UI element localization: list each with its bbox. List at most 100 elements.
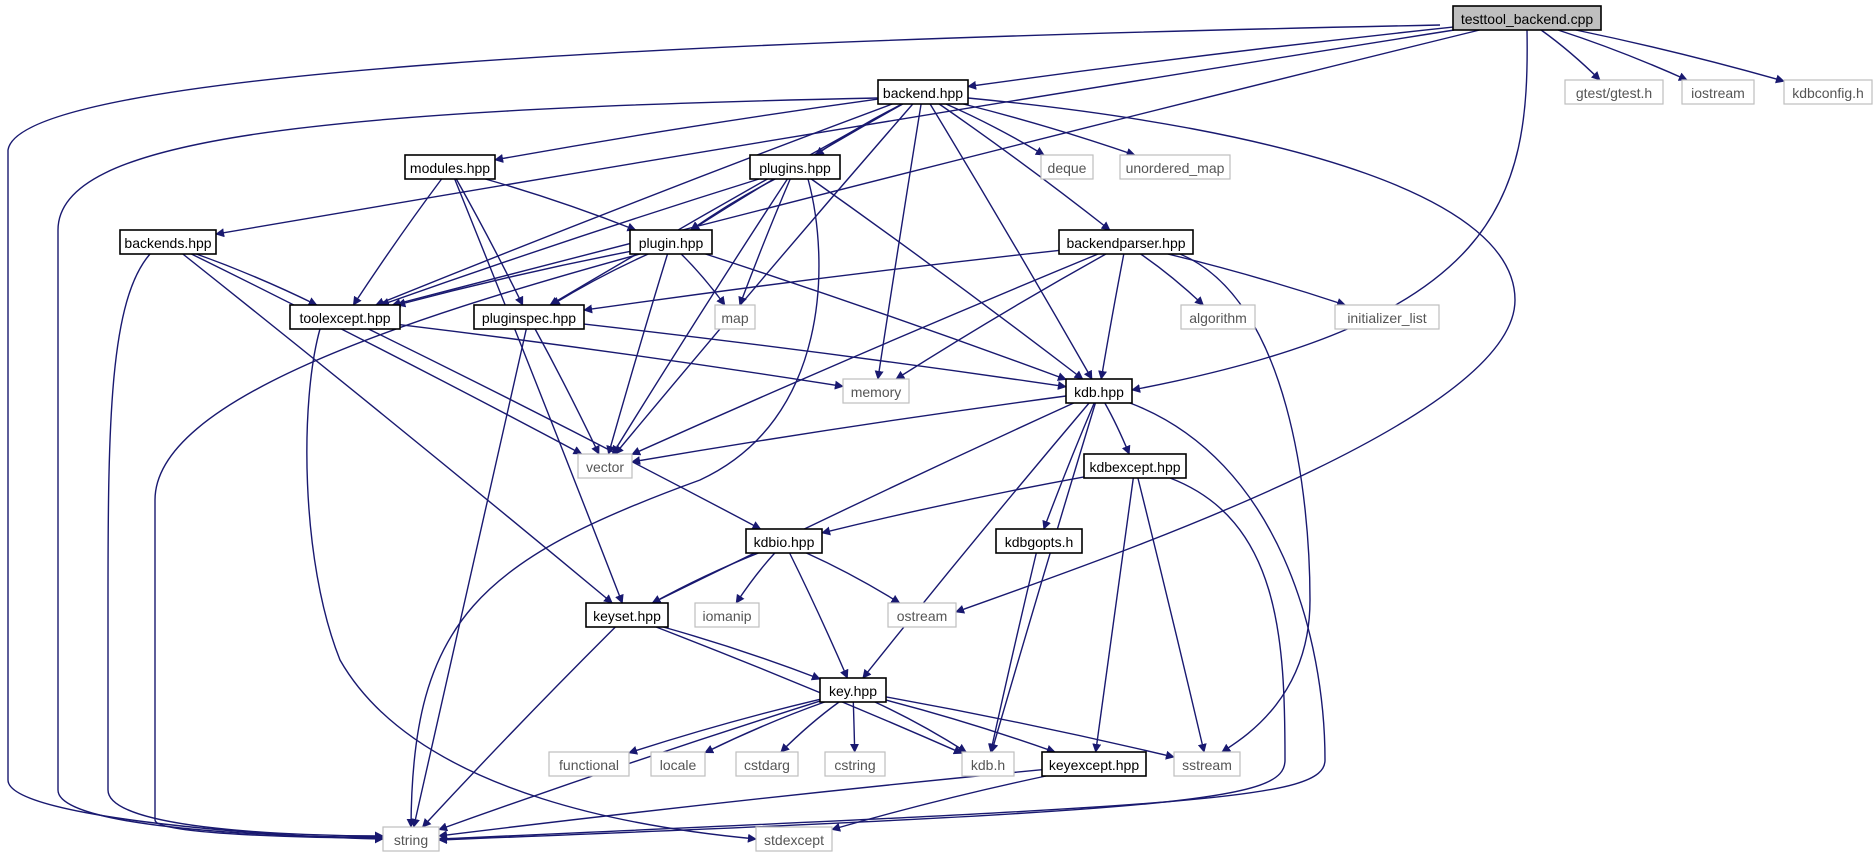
edge-plugin-hpp-to-toolexcept-hpp bbox=[396, 250, 631, 308]
node-box bbox=[755, 826, 833, 852]
node-box bbox=[1119, 154, 1231, 180]
node-cstring: cstring bbox=[824, 751, 886, 777]
node-box bbox=[887, 602, 957, 628]
node-label: kdbgopts.h bbox=[1005, 534, 1074, 550]
node-label: unordered_map bbox=[1126, 160, 1225, 176]
edge-backendparser-hpp-to-kdb-hpp bbox=[1098, 253, 1125, 380]
node-initializer-list: initializer_list bbox=[1334, 304, 1440, 330]
node-testtool-backend-cpp[interactable]: testtool_backend.cpp bbox=[1452, 5, 1602, 31]
node-kdbio-hpp[interactable]: kdbio.hpp bbox=[745, 528, 823, 554]
edge-keyset-hpp-to-key-hpp bbox=[663, 626, 821, 681]
edge-key-hpp-to-locale bbox=[704, 701, 825, 754]
edge-kdbexcept-hpp-to-string bbox=[438, 477, 1286, 845]
node-box bbox=[824, 751, 886, 777]
nodes-layer: testtool_backend.cpp backend.hpp gtest/gte… bbox=[119, 5, 1873, 852]
node-box bbox=[119, 229, 217, 255]
node-box bbox=[289, 304, 401, 330]
node-plugin-hpp[interactable]: plugin.hpp bbox=[629, 229, 713, 255]
edge-key-hpp-to-cstring bbox=[850, 701, 860, 753]
node-algorithm: algorithm bbox=[1180, 304, 1256, 330]
edge-key-hpp-to-sstream bbox=[885, 696, 1175, 760]
edge-kdbio-hpp-to-ostream bbox=[806, 552, 901, 604]
edge-keyset-hpp-to-kdb-h bbox=[655, 626, 963, 755]
node-label: ostream bbox=[897, 608, 948, 624]
edge-testtool-backend-cpp-to-gtest-h bbox=[1540, 29, 1601, 81]
edge-kdbio-hpp-to-iomanip bbox=[735, 552, 776, 604]
edge-backends-hpp-to-vector bbox=[191, 253, 583, 455]
node-modules-hpp[interactable]: modules.hpp bbox=[404, 154, 496, 180]
node-box bbox=[995, 528, 1083, 554]
edge-backend-hpp-to-unordered-map bbox=[963, 103, 1136, 157]
edge-toolexcept-hpp-to-stdexcept bbox=[306, 328, 757, 843]
edge-keyexcept-hpp-to-stdexcept bbox=[831, 775, 1047, 832]
node-box bbox=[745, 528, 823, 554]
node-label: stdexcept bbox=[764, 832, 824, 848]
edge-backend-hpp-to-string bbox=[57, 97, 879, 842]
node-label: algorithm bbox=[1189, 310, 1247, 326]
edge-testtool-backend-cpp-to-backends-hpp bbox=[215, 29, 1455, 238]
node-label: kdbconfig.h bbox=[1792, 85, 1864, 101]
node-label: locale bbox=[660, 757, 697, 773]
node-label: testtool_backend.cpp bbox=[1461, 11, 1594, 27]
node-box bbox=[749, 154, 841, 180]
edge-plugin-hpp-to-string bbox=[154, 253, 641, 843]
edge-backendparser-hpp-to-algorithm bbox=[1140, 253, 1204, 306]
edge-key-hpp-to-functional bbox=[628, 698, 821, 755]
node-box bbox=[1452, 5, 1602, 31]
edge-key-hpp-to-kdb-h bbox=[874, 701, 967, 753]
node-label: kdbio.hpp bbox=[754, 534, 815, 550]
node-box bbox=[694, 602, 760, 628]
node-backendparser-hpp[interactable]: backendparser.hpp bbox=[1058, 229, 1194, 255]
edge-kdb-hpp-to-keyset-hpp bbox=[651, 402, 1074, 604]
node-label: kdb.h bbox=[971, 757, 1005, 773]
edge-backendparser-hpp-to-initializer-list bbox=[1167, 253, 1347, 307]
node-label: iostream bbox=[1691, 85, 1745, 101]
edge-testtool-backend-cpp-to-backend-hpp bbox=[967, 26, 1454, 90]
node-box bbox=[735, 751, 799, 777]
node-label: keyexcept.hpp bbox=[1049, 757, 1139, 773]
edge-backendparser-hpp-to-pluginspec-hpp bbox=[583, 249, 1060, 314]
edge-modules-hpp-to-toolexcept-hpp bbox=[352, 178, 443, 306]
node-backends-hpp[interactable]: backends.hpp bbox=[119, 229, 217, 255]
node-label: plugins.hpp bbox=[759, 160, 831, 176]
node-locale: locale bbox=[650, 751, 706, 777]
node-functional: functional bbox=[548, 751, 630, 777]
node-pluginspec-hpp[interactable]: pluginspec.hpp bbox=[473, 304, 585, 330]
edge-plugins-hpp-to-toolexcept-hpp bbox=[380, 178, 760, 307]
edge-plugins-hpp-to-string bbox=[406, 178, 820, 828]
node-keyexcept-hpp[interactable]: keyexcept.hpp bbox=[1041, 751, 1147, 777]
edge-modules-hpp-to-keyset-hpp bbox=[454, 178, 624, 604]
node-plugins-hpp[interactable]: plugins.hpp bbox=[749, 154, 841, 180]
edge-backend-hpp-to-backendparser-hpp bbox=[938, 103, 1111, 231]
node-box bbox=[842, 378, 910, 404]
edge-pluginspec-hpp-to-kdb-hpp bbox=[583, 323, 1067, 390]
node-label: backend.hpp bbox=[883, 85, 963, 101]
node-box bbox=[1180, 304, 1256, 330]
edge-kdb-hpp-to-string bbox=[438, 402, 1326, 844]
node-kdbexcept-hpp[interactable]: kdbexcept.hpp bbox=[1083, 453, 1187, 479]
node-memory: memory bbox=[842, 378, 910, 404]
node-box bbox=[382, 826, 440, 852]
edge-keyexcept-hpp-to-string bbox=[438, 769, 1043, 840]
node-kdbgopts-h[interactable]: kdbgopts.h bbox=[995, 528, 1083, 554]
edge-kdbio-hpp-to-keyset-hpp bbox=[651, 552, 759, 604]
node-backend-hpp[interactable]: backend.hpp bbox=[877, 79, 969, 105]
node-label: gtest/gtest.h bbox=[1576, 85, 1652, 101]
node-label: modules.hpp bbox=[410, 160, 490, 176]
edge-plugins-hpp-to-plugin-hpp bbox=[690, 178, 776, 231]
node-box bbox=[1783, 79, 1873, 105]
node-box bbox=[1041, 751, 1147, 777]
node-toolexcept-hpp[interactable]: toolexcept.hpp bbox=[289, 304, 401, 330]
node-label: sstream bbox=[1182, 757, 1232, 773]
node-iomanip: iomanip bbox=[694, 602, 760, 628]
node-kdbconfig-h: kdbconfig.h bbox=[1783, 79, 1873, 105]
node-key-hpp[interactable]: key.hpp bbox=[819, 677, 887, 703]
edge-plugin-hpp-to-vector bbox=[606, 253, 669, 455]
edge-modules-hpp-to-plugin-hpp bbox=[485, 178, 637, 232]
node-box bbox=[1564, 79, 1664, 105]
node-kdb-hpp[interactable]: kdb.hpp bbox=[1065, 378, 1133, 404]
node-label: string bbox=[394, 832, 428, 848]
node-box bbox=[585, 602, 669, 628]
edge-testtool-backend-cpp-to-kdbconfig-h bbox=[1575, 29, 1785, 84]
node-keyset-hpp[interactable]: keyset.hpp bbox=[585, 602, 669, 628]
